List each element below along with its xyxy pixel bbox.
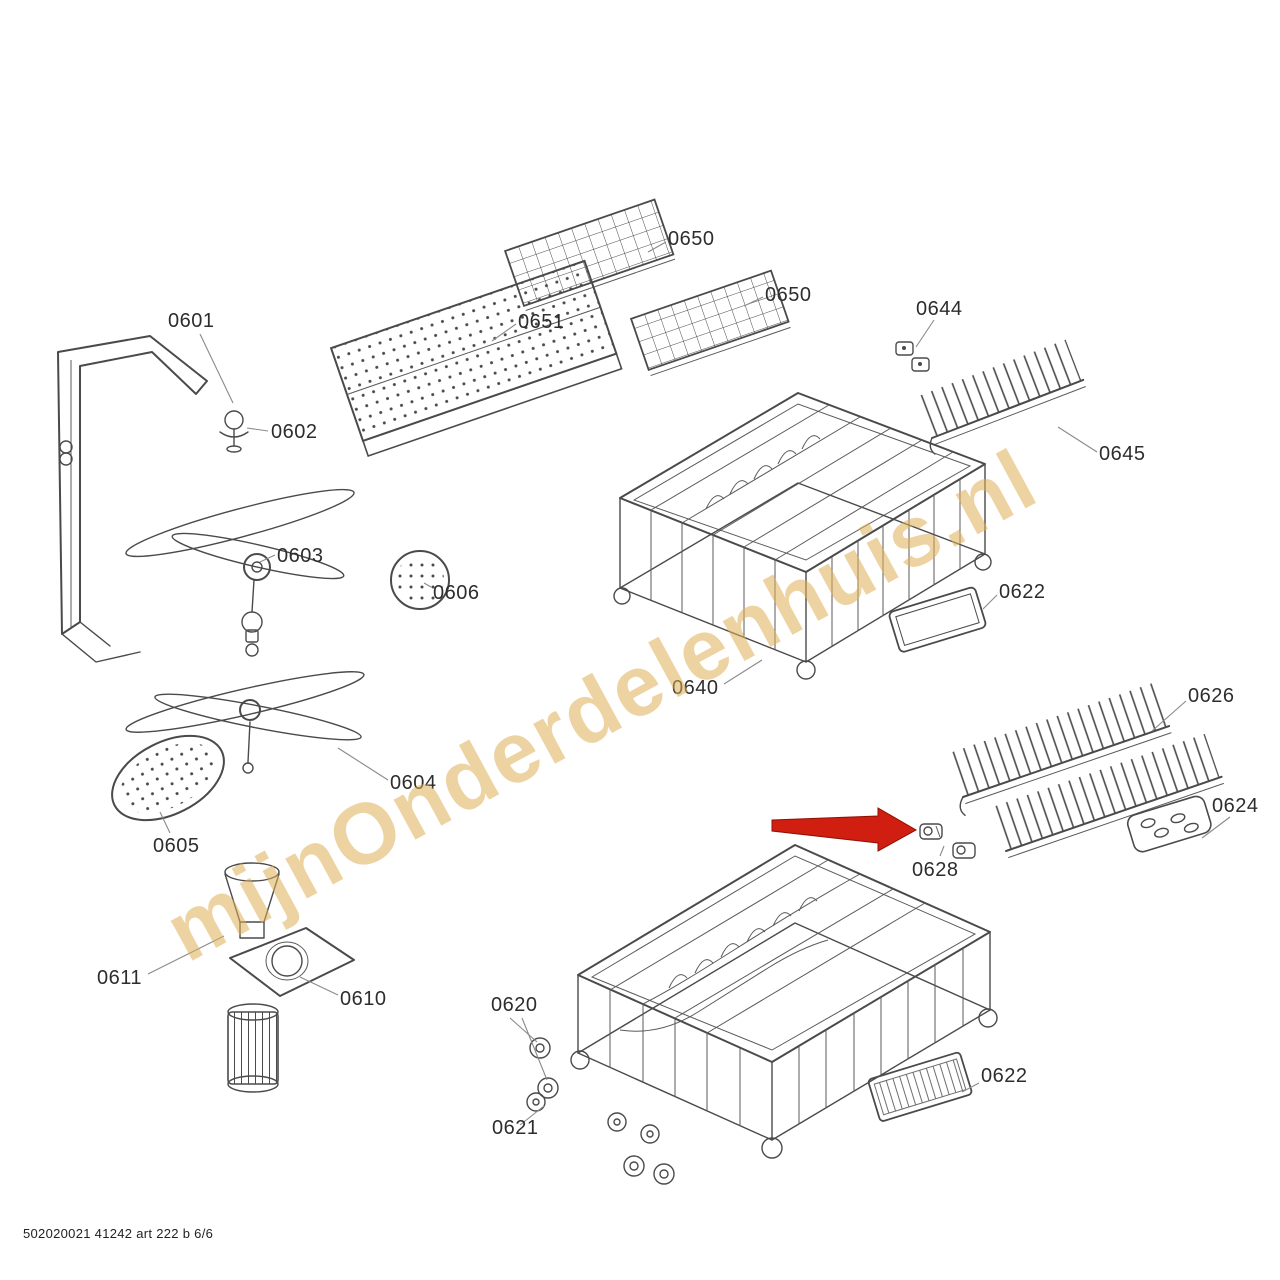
cutlery-tray-graphic [329, 259, 623, 457]
lower-spray-arm-graphic [125, 671, 365, 774]
sump-plate-graphic [229, 927, 355, 997]
part-label-0603: 0603 [277, 545, 324, 567]
side-tray-upper-graphic [888, 586, 987, 653]
part-label-0624: 0624 [1212, 795, 1259, 817]
filter-assembly-graphic [224, 862, 280, 1093]
red-arrow-annotation [771, 807, 918, 852]
filter-plate-graphic [111, 734, 225, 822]
fold-tine-rack-graphic [918, 339, 1086, 455]
mounting-clips-graphic [895, 341, 930, 372]
part-label-0610: 0610 [340, 988, 387, 1010]
cap-graphic [219, 410, 249, 453]
part-label-0650-2: 0650 [765, 284, 812, 306]
upper-spray-arm-graphic [125, 488, 355, 657]
upper-basket-graphic [613, 392, 992, 680]
roller-graphics [526, 1037, 675, 1185]
tine-row-graphic-1 [949, 683, 1172, 817]
part-label-0604: 0604 [390, 772, 437, 794]
part-label-0645: 0645 [1099, 443, 1146, 465]
disc-graphic [390, 550, 450, 610]
tine-row-graphic-2 [992, 733, 1225, 859]
part-label-0622-1: 0622 [999, 581, 1046, 603]
part-label-0605: 0605 [153, 835, 200, 857]
part-label-0601: 0601 [168, 310, 215, 332]
lower-basket-graphic [570, 844, 998, 1159]
leader-lines [147, 241, 1231, 1126]
part-label-0622-2: 0622 [981, 1065, 1028, 1087]
part-label-0650-1: 0650 [668, 228, 715, 250]
part-label-0620: 0620 [491, 994, 538, 1016]
part-label-0628: 0628 [912, 859, 959, 881]
footer-reference-text: 502020021 41242 art 222 b 6/6 [23, 1226, 214, 1241]
bearing-clips-graphic [919, 823, 976, 859]
part-label-0606: 0606 [433, 582, 480, 604]
part-label-0621: 0621 [492, 1117, 539, 1139]
side-tray-lower-graphic [867, 1051, 973, 1122]
part-label-0602: 0602 [271, 421, 318, 443]
part-label-0640: 0640 [672, 677, 719, 699]
part-label-0651: 0651 [518, 311, 565, 333]
part-label-0611: 0611 [97, 967, 143, 989]
insert-grid-graphic-2 [629, 269, 791, 377]
part-label-0644: 0644 [916, 298, 963, 320]
clip-set-graphic [1126, 795, 1212, 853]
part-label-0626: 0626 [1188, 685, 1235, 707]
feed-tube-graphic [57, 335, 208, 663]
